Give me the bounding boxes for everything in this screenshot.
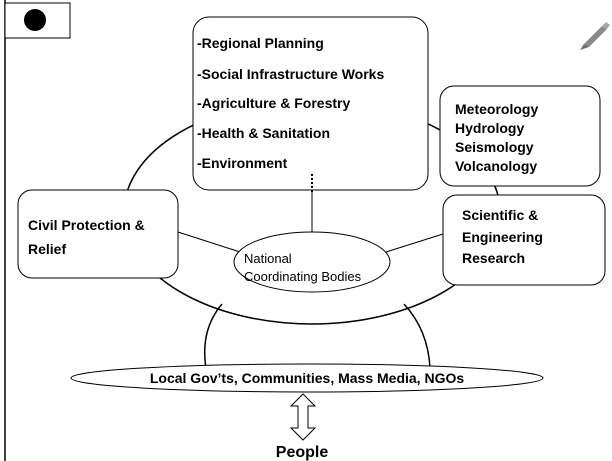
double-arrow-icon: [289, 393, 317, 441]
science-item: Seismology: [455, 139, 534, 155]
left-connector: [177, 231, 241, 253]
national-coordinating-ellipse: National Coordinating Bodies: [233, 231, 391, 293]
left-support-curve: [203, 303, 223, 369]
local-stakeholders-ellipse: Local Gov’ts, Communities, Mass Media, N…: [70, 363, 544, 393]
sector-box: -Regional Planning -Social Infrastructur…: [192, 16, 429, 192]
local-stakeholders-label: Local Gov’ts, Communities, Mass Media, N…: [150, 370, 465, 386]
research-box: Scientific & Engineering Research: [442, 194, 606, 286]
research-line: Engineering: [462, 229, 543, 245]
national-line: National: [244, 251, 292, 266]
pen-icon: [580, 22, 610, 50]
research-line: Scientific &: [462, 207, 538, 223]
national-line: Coordinating Bodies: [244, 269, 362, 284]
civil-protection-line: Civil Protection &: [28, 217, 145, 233]
sector-item: -Health & Sanitation: [197, 125, 330, 141]
sector-item: -Environment: [197, 155, 288, 171]
civil-protection-line: Relief: [28, 241, 66, 257]
science-box: Meteorology Hydrology Seismology Volcano…: [439, 85, 601, 187]
science-item: Meteorology: [455, 101, 538, 117]
sector-item: -Regional Planning: [197, 35, 324, 51]
sector-item: -Agriculture & Forestry: [197, 95, 350, 111]
people-label: People: [276, 444, 329, 461]
civil-protection-box: Civil Protection & Relief: [17, 189, 179, 279]
bullet-circle-icon: [24, 9, 46, 31]
sector-item: -Social Infrastructure Works: [197, 66, 384, 82]
science-item: Hydrology: [455, 120, 524, 136]
research-line: Research: [462, 250, 525, 266]
right-connector: [385, 233, 444, 253]
science-item: Volcanology: [455, 158, 537, 174]
right-support-curve: [403, 303, 431, 369]
